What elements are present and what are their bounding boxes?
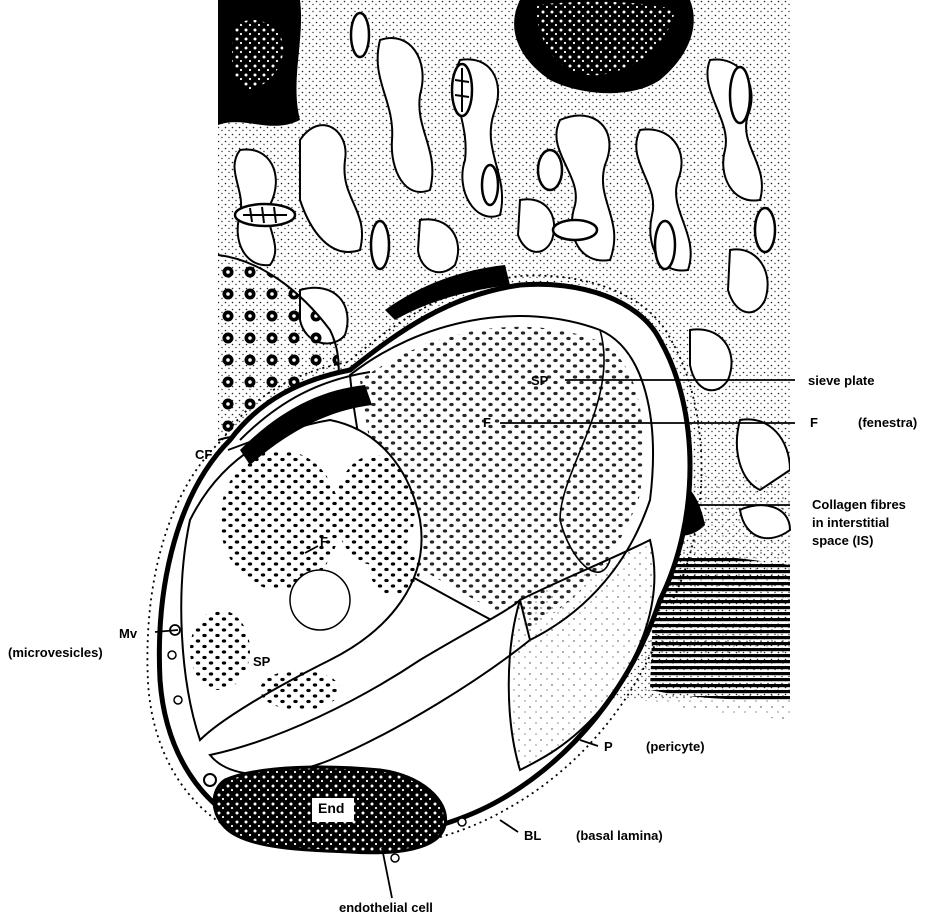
label-cf: CF [195, 447, 212, 462]
label-sieve-plate: sieve plate [808, 373, 875, 388]
label-f-right: F [810, 415, 818, 430]
label-pericyte: (pericyte) [646, 739, 705, 754]
label-bl-short: BL [524, 828, 541, 843]
label-microvesicles: (microvesicles) [8, 645, 103, 660]
label-sp-short: SP [531, 373, 548, 388]
label-collagen-1: Collagen fibres [812, 497, 906, 512]
label-end: End [318, 801, 344, 816]
label-basal-lamina: (basal lamina) [576, 828, 663, 843]
label-sp-inner: SP [253, 654, 270, 669]
label-f-short: F [483, 415, 491, 430]
label-mv: Mv [119, 626, 137, 641]
label-collagen-3: space (IS) [812, 533, 873, 548]
label-endothelial-cell: endothelial cell [339, 900, 433, 915]
label-fenestra: (fenestra) [858, 415, 917, 430]
label-collagen-2: in interstitial [812, 515, 889, 530]
label-p-short: P [604, 739, 613, 754]
label-f-inner: F [320, 534, 328, 549]
